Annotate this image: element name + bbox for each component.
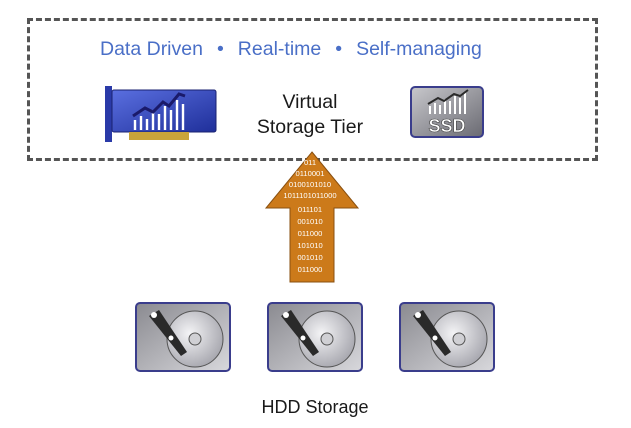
ssd-label: SSD xyxy=(428,116,465,136)
bits-line: 011 xyxy=(304,158,316,167)
hdd-drive-icon xyxy=(135,302,231,372)
feature-data-driven: Data Driven xyxy=(100,38,203,60)
bits-line: 001010 xyxy=(297,253,322,262)
tier-label-line-1: Virtual xyxy=(282,91,338,113)
tier-label-line-2: Storage Tier xyxy=(256,116,364,138)
bits-line: 101010 xyxy=(297,241,322,250)
flash-card-icon xyxy=(105,86,217,142)
bits-line: 0110001 xyxy=(296,169,325,178)
bits-line: 0100101010 xyxy=(289,180,331,189)
bits-line: 011000 xyxy=(298,265,323,274)
bits-line: 011000 xyxy=(298,229,323,238)
virtual-storage-tier-label: Virtual Storage Tier xyxy=(230,90,390,140)
bits-line: 1011101011000 xyxy=(283,191,336,200)
feature-real-time: Real-time xyxy=(237,38,322,60)
separator-dot: • xyxy=(335,38,343,60)
data-flow-arrow: 011 0110001 0100101010 1011101011000 011… xyxy=(264,151,360,283)
hdd-drive-icon xyxy=(267,302,363,372)
ssd-drive-icon: SSD xyxy=(410,86,484,138)
bits-line: 001010 xyxy=(297,217,322,226)
feature-list: Data Driven • Real-time • Self-managing xyxy=(100,38,482,61)
hdd-drive-icon xyxy=(399,302,495,372)
hdd-storage-label: HDD Storage xyxy=(261,397,369,417)
feature-self-managing: Self-managing xyxy=(356,38,482,60)
separator-dot: • xyxy=(216,38,224,60)
bits-line: 011101 xyxy=(298,205,322,214)
